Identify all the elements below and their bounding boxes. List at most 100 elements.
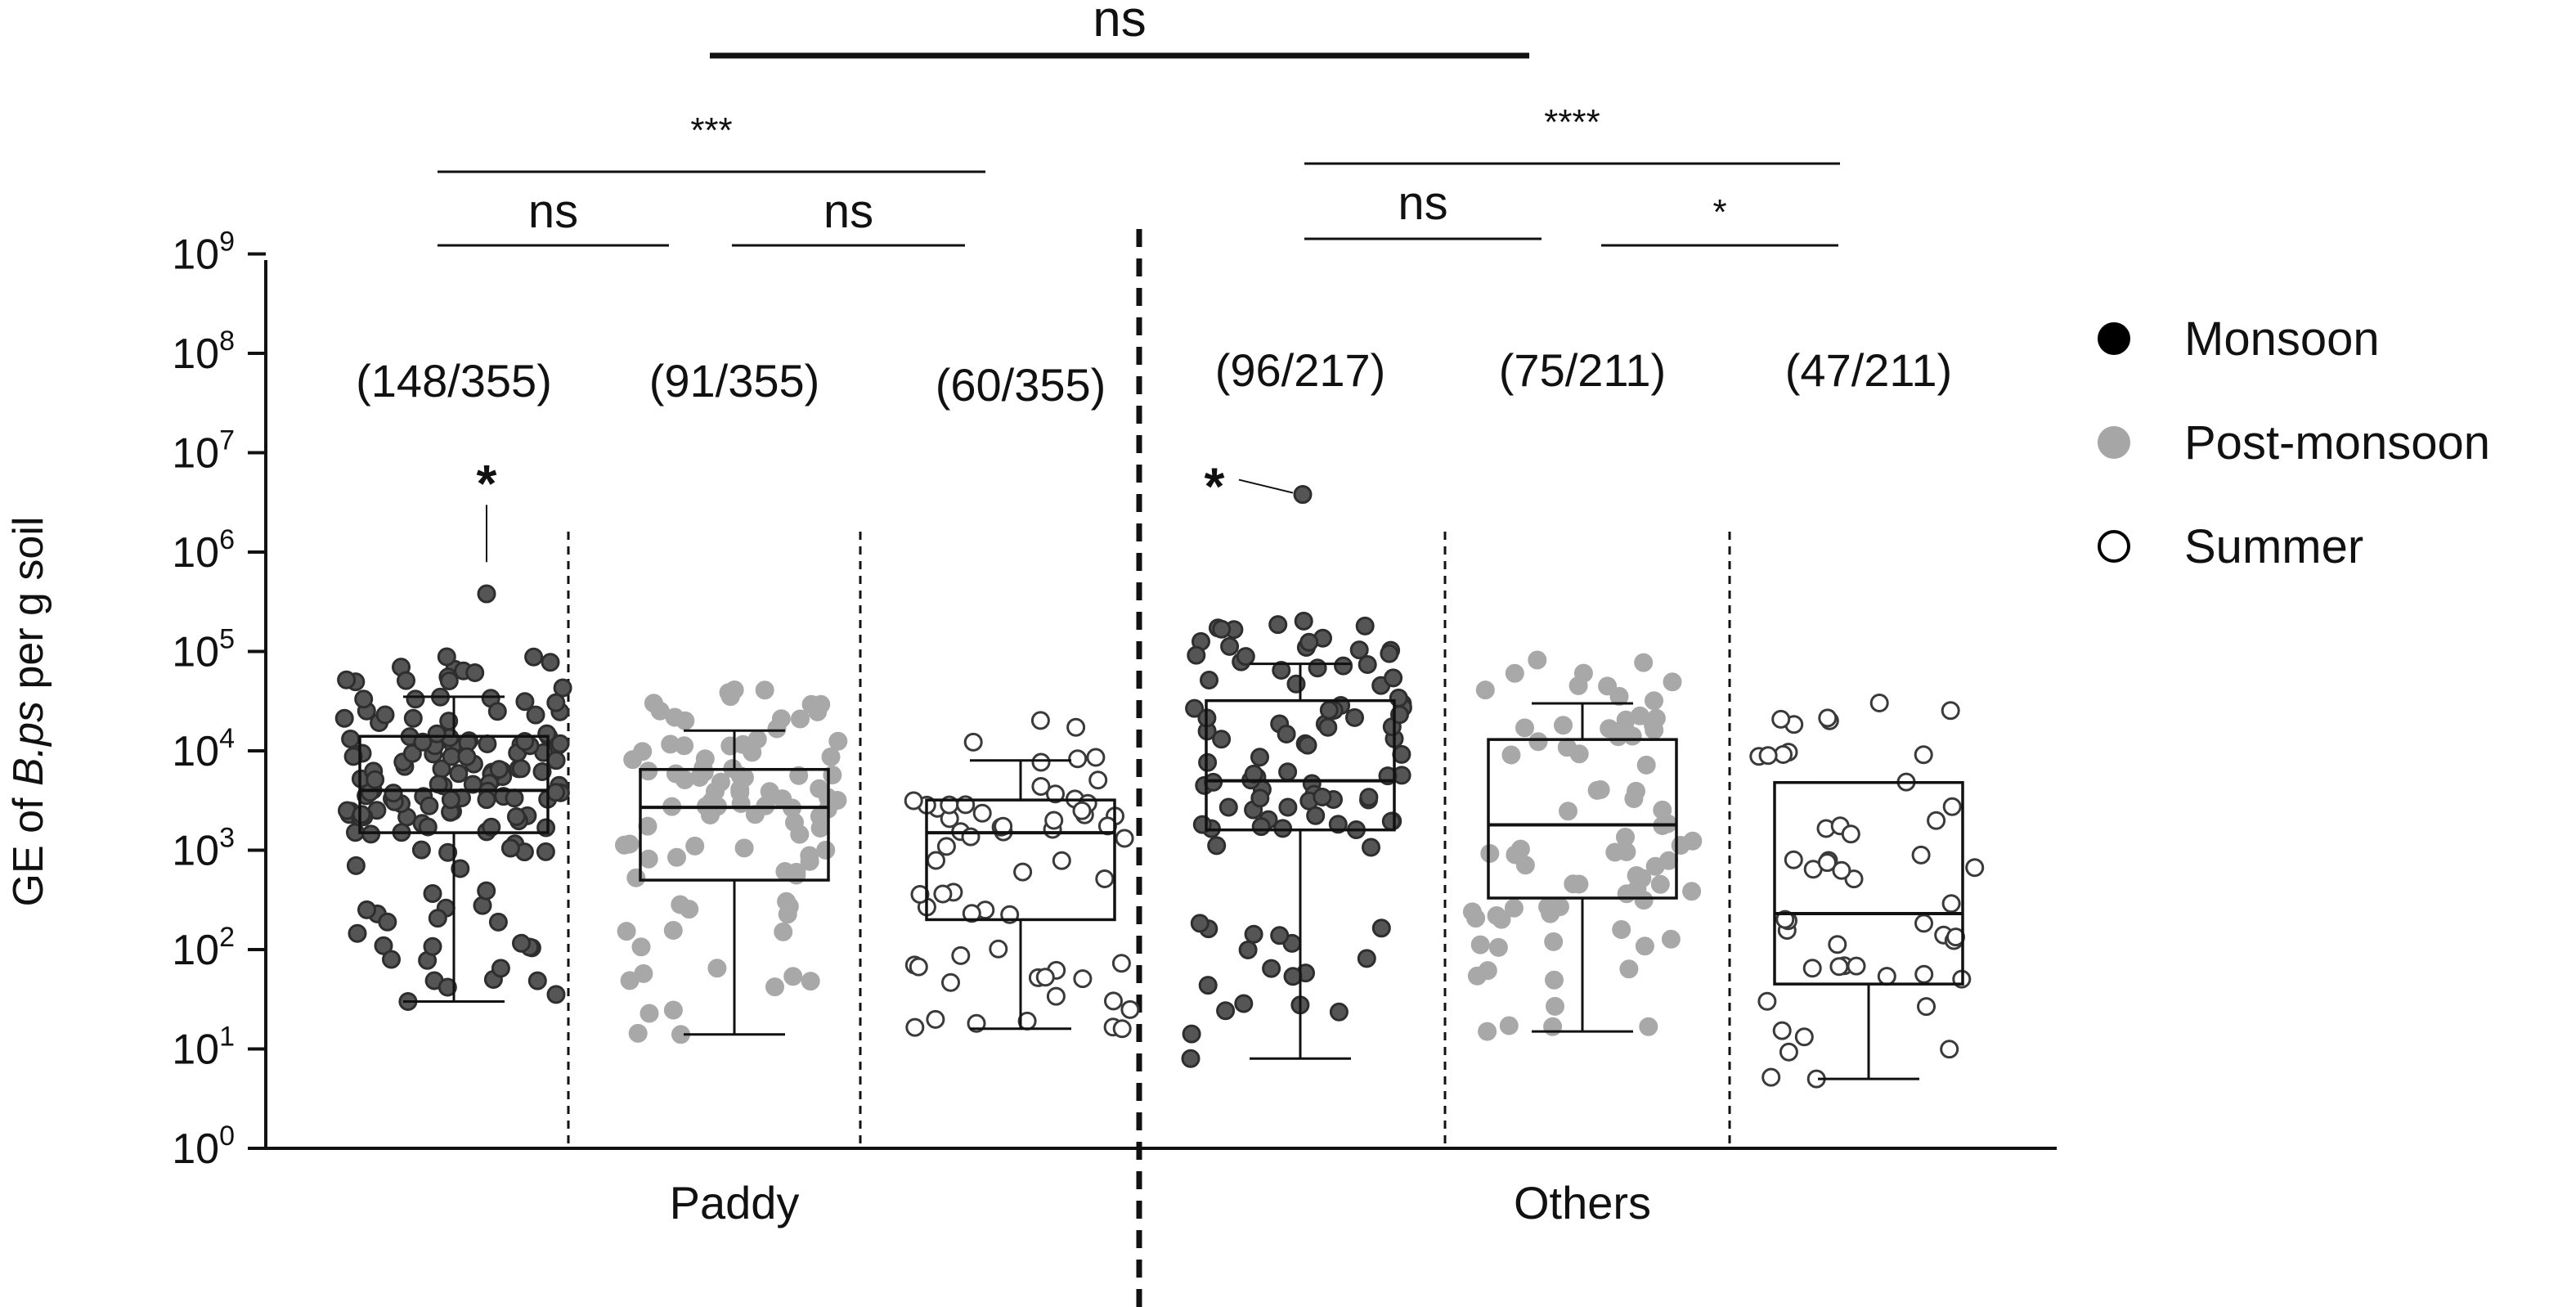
data-point xyxy=(413,732,433,752)
data-point xyxy=(526,705,545,725)
data-point xyxy=(1817,853,1837,873)
data-point xyxy=(1086,748,1106,767)
box-iqr xyxy=(1205,698,1396,832)
data-point xyxy=(1559,802,1577,821)
data-point xyxy=(1634,891,1654,910)
data-point xyxy=(1779,1042,1798,1062)
group-label: Paddy xyxy=(670,1177,800,1228)
data-point xyxy=(663,1000,683,1020)
data-point xyxy=(821,747,841,766)
y-tick-exponent: 2 xyxy=(219,922,235,953)
data-point xyxy=(1216,1001,1236,1021)
data-point xyxy=(1355,616,1375,636)
data-point xyxy=(1941,894,1961,914)
data-point xyxy=(1965,858,1985,878)
data-point xyxy=(1941,701,1960,721)
data-point xyxy=(375,705,395,725)
data-point xyxy=(994,816,1013,836)
data-point xyxy=(343,747,363,766)
data-point xyxy=(1234,994,1254,1013)
data-point xyxy=(1270,926,1290,945)
y-tick-exponent: 0 xyxy=(219,1121,235,1152)
data-point xyxy=(1636,755,1656,775)
data-point xyxy=(1220,636,1240,656)
data-point xyxy=(1828,935,1847,954)
outlier-point xyxy=(1293,485,1313,505)
data-point xyxy=(1104,991,1123,1011)
data-point xyxy=(972,803,992,823)
data-point xyxy=(442,747,461,766)
data-point xyxy=(553,678,572,698)
data-point xyxy=(546,783,566,802)
data-point xyxy=(1357,949,1376,968)
data-point xyxy=(1190,914,1209,933)
y-tick-label: 108 xyxy=(172,326,235,378)
data-point xyxy=(437,647,456,667)
data-point xyxy=(1115,829,1134,848)
data-point xyxy=(626,868,646,887)
data-point xyxy=(536,842,555,861)
data-point xyxy=(1609,686,1629,706)
data-point xyxy=(1528,650,1547,670)
data-point xyxy=(489,760,509,779)
data-point xyxy=(1818,708,1838,728)
data-point xyxy=(1466,909,1486,928)
data-point xyxy=(765,977,784,997)
y-tick-label: 102 xyxy=(172,922,235,974)
data-point xyxy=(1308,658,1327,678)
data-point xyxy=(1334,656,1353,676)
data-point xyxy=(1251,817,1271,837)
data-point xyxy=(1587,780,1607,800)
count-label: (60/355) xyxy=(936,359,1106,411)
data-point xyxy=(546,985,566,1004)
data-point xyxy=(1035,968,1055,987)
data-point xyxy=(1619,959,1639,979)
data-point xyxy=(403,708,423,728)
data-point xyxy=(1072,801,1092,820)
data-point xyxy=(927,851,945,870)
data-point xyxy=(1278,797,1298,817)
data-point xyxy=(661,734,680,754)
data-point xyxy=(1200,671,1218,689)
legend-marker xyxy=(2098,322,2130,355)
data-point xyxy=(1349,640,1369,660)
data-point xyxy=(1942,797,1962,816)
data-point xyxy=(439,671,459,690)
data-point xyxy=(546,751,566,770)
data-point xyxy=(1046,986,1066,1006)
data-point xyxy=(1612,920,1631,939)
data-point xyxy=(429,775,448,794)
data-point xyxy=(810,779,829,798)
data-point xyxy=(1914,914,1933,933)
data-point xyxy=(640,1004,659,1023)
data-point xyxy=(1784,850,1803,869)
data-point xyxy=(1345,707,1364,727)
data-point xyxy=(1286,674,1306,694)
data-point xyxy=(1569,744,1589,764)
y-axis-label-italic: B.ps xyxy=(5,701,52,786)
y-tick-exponent: 1 xyxy=(219,1022,235,1053)
data-point xyxy=(1488,937,1508,957)
data-point xyxy=(816,840,836,860)
data-point xyxy=(904,791,923,811)
data-point xyxy=(1772,1021,1792,1040)
data-point xyxy=(620,971,640,990)
axes xyxy=(264,260,2057,1150)
data-point xyxy=(790,824,810,844)
data-point xyxy=(1771,709,1791,729)
count-label: (91/355) xyxy=(649,355,820,406)
data-point xyxy=(933,884,953,904)
data-point xyxy=(1095,869,1115,888)
data-point xyxy=(1088,770,1108,790)
data-point xyxy=(1877,967,1896,986)
data-point xyxy=(465,663,485,682)
data-point xyxy=(623,750,643,770)
data-point xyxy=(1238,940,1258,959)
data-point xyxy=(675,770,694,789)
data-point xyxy=(1499,1016,1519,1035)
data-point xyxy=(1634,653,1654,672)
data-point xyxy=(639,761,658,781)
data-point xyxy=(936,837,956,856)
data-point xyxy=(352,805,371,824)
